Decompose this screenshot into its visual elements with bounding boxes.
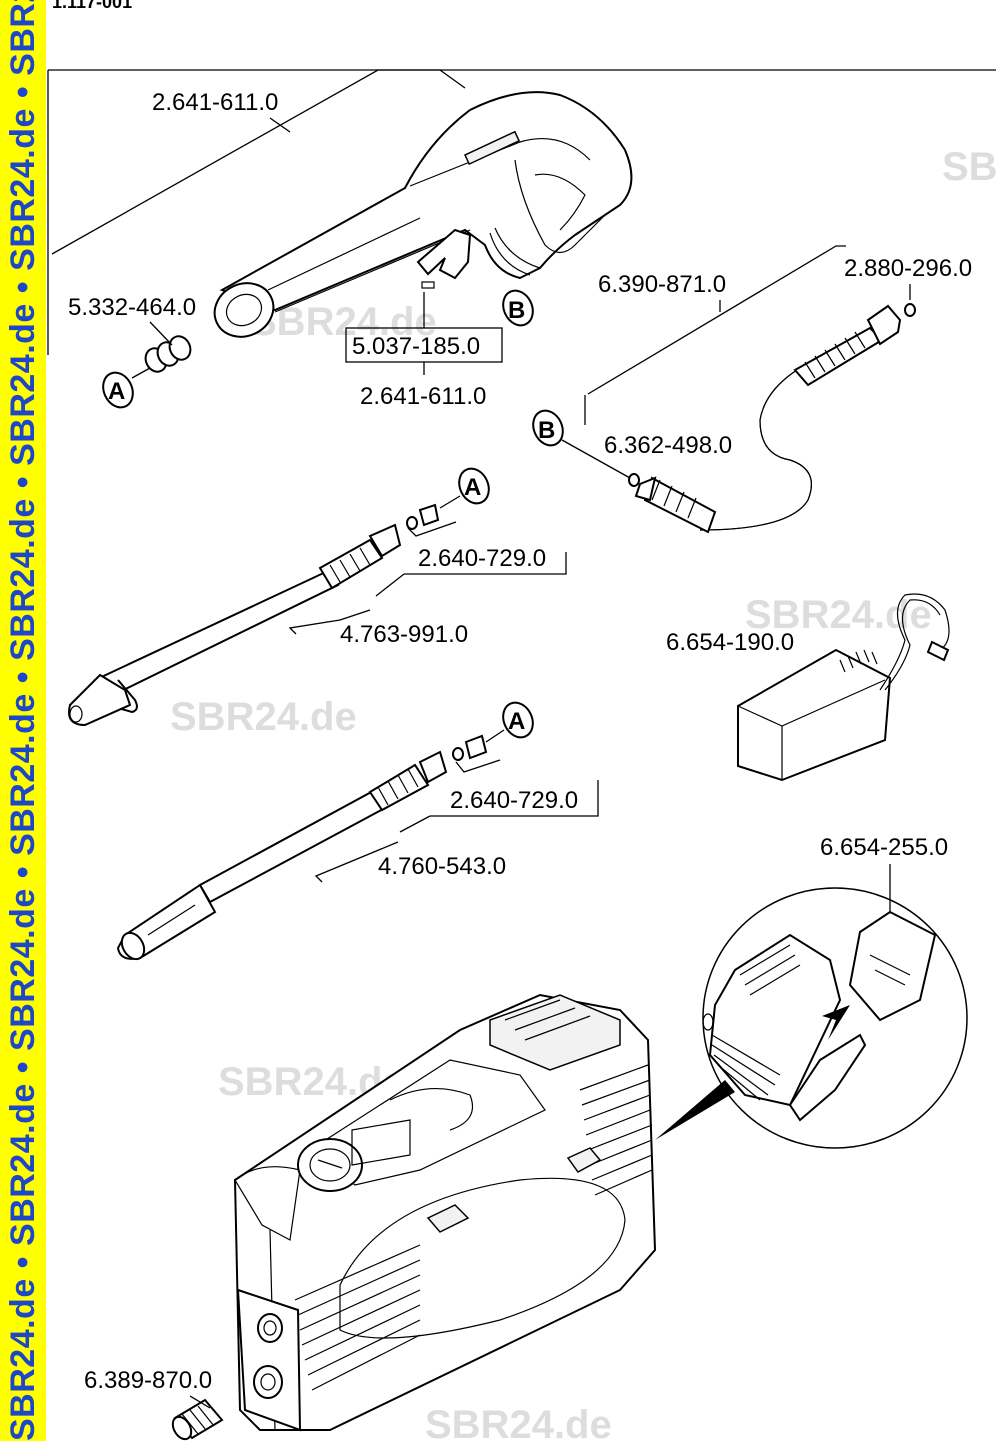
charger-drawing [737,593,950,782]
detail-pointer [655,1080,735,1140]
spray-gun-drawing [213,91,633,338]
inlet-coupling-drawing [171,1398,224,1441]
callout-b-label: B [538,417,555,444]
part-number-nozzle-set-1: 2.640-729.0 [418,545,546,572]
spray-lance-2-drawing [116,734,488,961]
spray-lance-1-drawing [68,503,440,727]
battery-detail-drawing [702,887,968,1149]
part-number-trigger-lock: 5.037-185.0 [352,333,480,360]
part-number-gun-assembly: 2.641-611.0 [360,383,486,410]
part-number-spray-lance-1: 4.763-991.0 [340,621,468,648]
part-number-nozzle-set-2: 2.640-729.0 [450,787,578,814]
part-number-hose: 6.390-871.0 [598,271,726,298]
part-number-hose-coupling-oring: 6.362-498.0 [604,432,732,459]
seal-rings-drawing [144,335,192,373]
sidebar-watermark-strip: SBR24.de • SBR24.de • SBR24.de • SBR24.d… [0,0,46,1441]
watermark: SBR24.de [170,695,357,739]
pressure-washer-unit-drawing [233,993,657,1432]
callout-b-circle: B [532,409,564,447]
part-number-inlet-coupling: 6.389-870.0 [84,1367,212,1394]
callout-a-circle: A [102,371,134,409]
callout-b-label: B [508,297,525,324]
part-number-battery: 6.654-255.0 [820,834,948,861]
callout-a-label: A [108,378,125,405]
document-id: 1.117-001 [52,0,133,12]
watermark: SB [942,145,996,189]
callout-a-circle: A [458,467,490,505]
callout-a-circle: A [502,701,534,739]
part-number-seal-ring: 5.332-464.0 [68,294,196,321]
callout-b-circle: B [502,289,534,327]
part-number-hose-oring: 2.880-296.0 [844,255,972,282]
part-number-spray-lance-2: 4.760-543.0 [378,853,506,880]
callout-a-label: A [464,474,481,501]
part-number-charger: 6.654-190.0 [666,629,794,656]
watermark: SBR24.de [425,1403,612,1441]
part-number-gun-top: 2.641-611.0 [152,89,278,116]
callout-a-label: A [508,708,525,735]
hose-drawing [628,303,916,534]
